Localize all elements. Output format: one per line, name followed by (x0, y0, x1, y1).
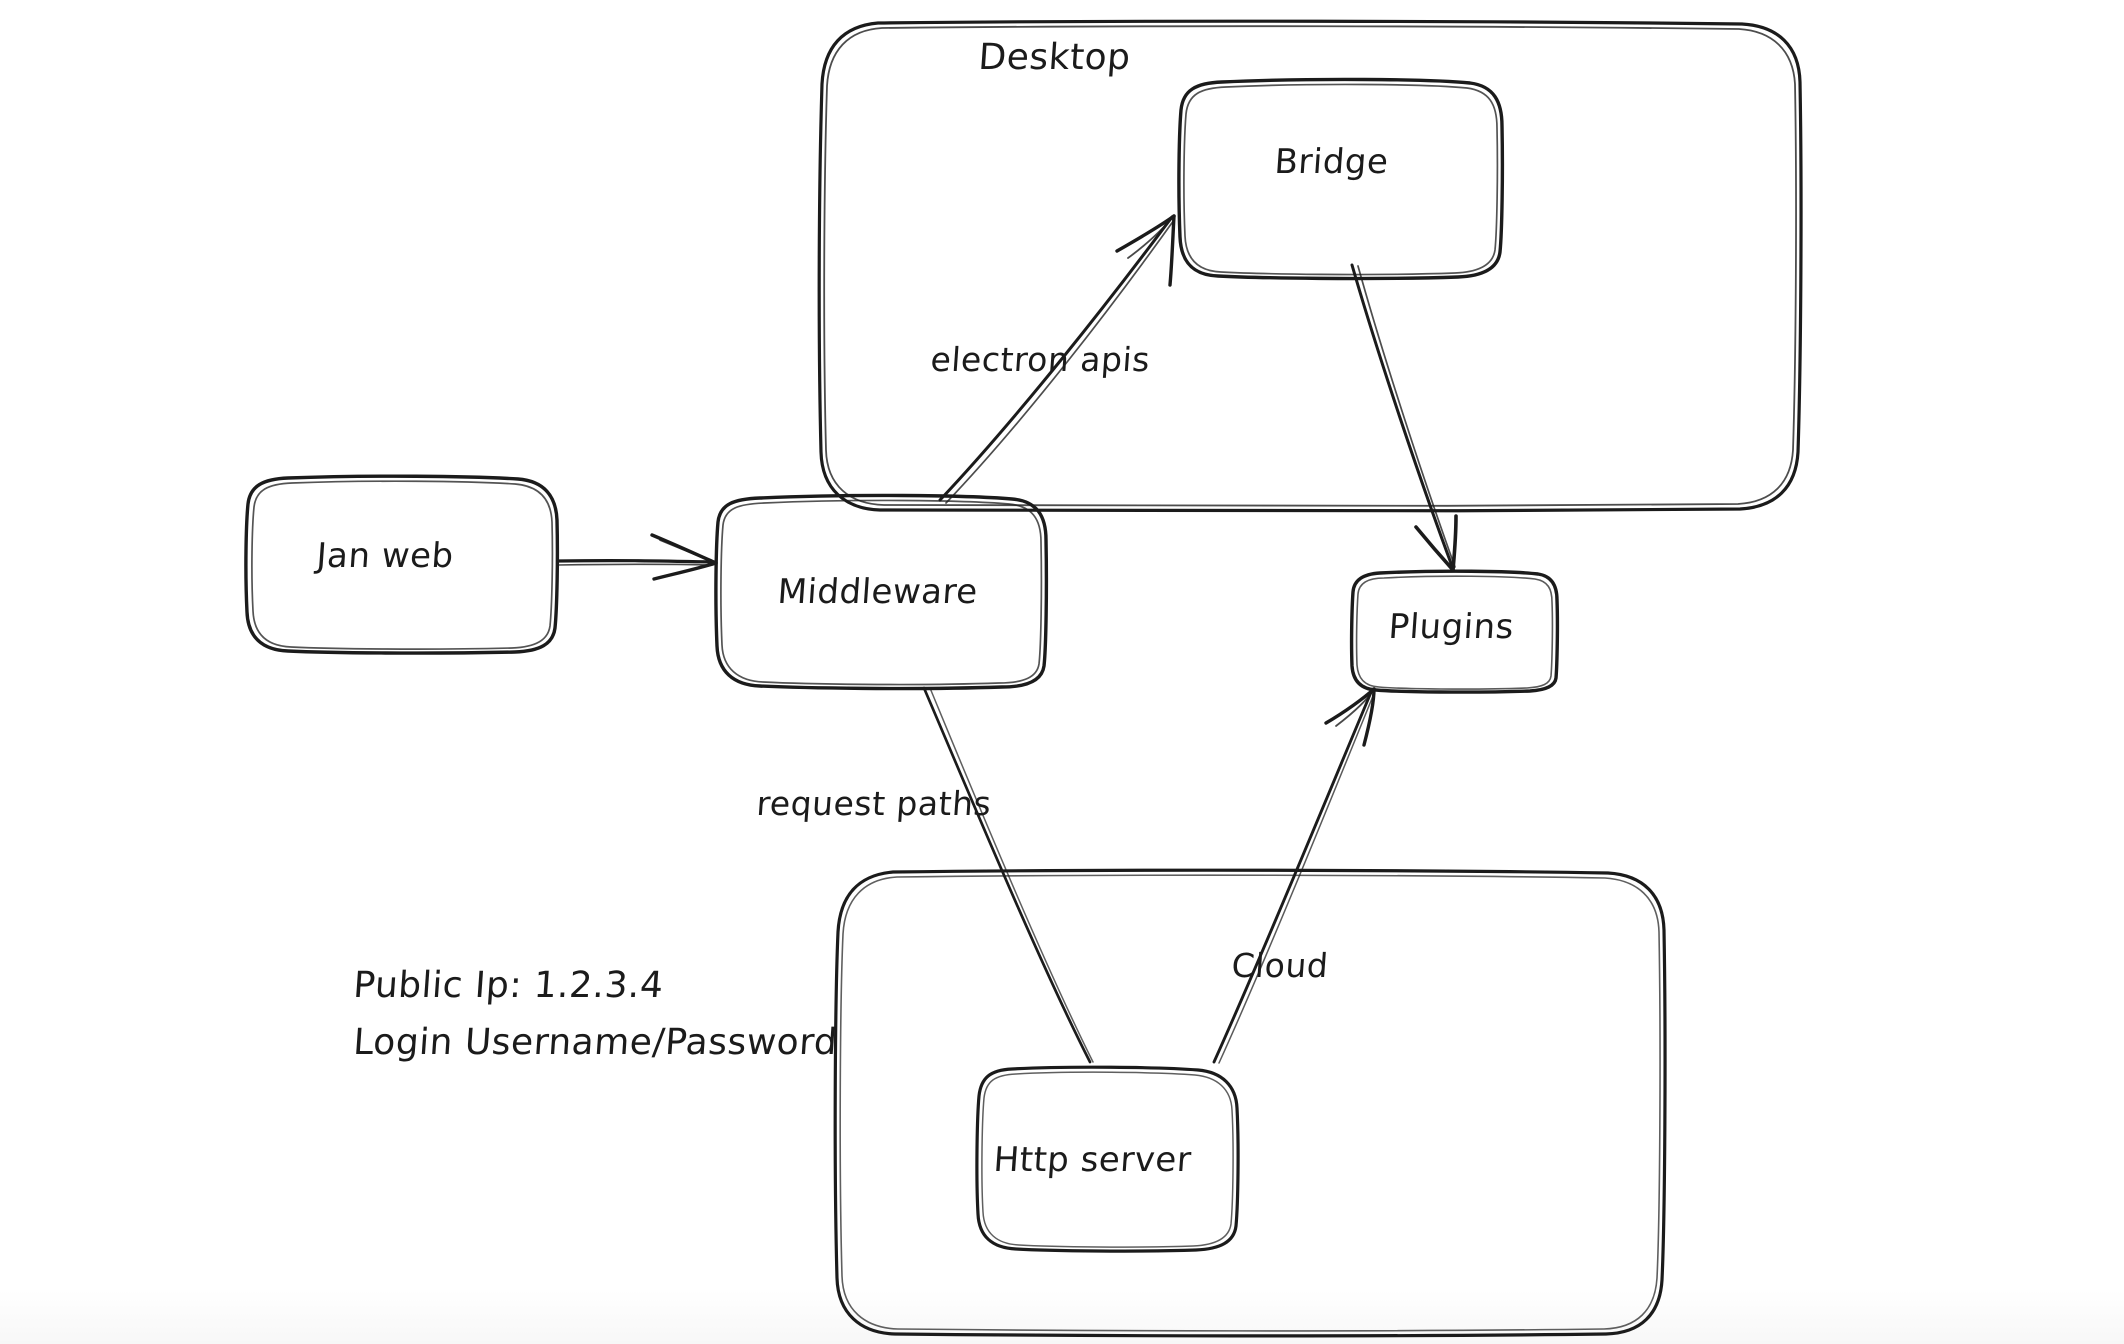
edge-middleware-to-bridge (938, 214, 1176, 504)
node-label-jan-web: Jan web (315, 536, 456, 576)
container-label-desktop: Desktop (977, 37, 1132, 78)
node-middleware[interactable] (714, 493, 1049, 691)
node-label-http-server: Http server (992, 1140, 1193, 1180)
note-public-ip: Public Ip: 1.2.3.4 (351, 965, 665, 1006)
edge-label-request-paths: request paths (755, 784, 993, 823)
node-bridge[interactable] (1177, 77, 1505, 281)
node-plugins[interactable] (1349, 569, 1560, 694)
node-http-server[interactable] (975, 1065, 1240, 1253)
edge-bridge-to-plugins (1350, 263, 1458, 572)
node-label-plugins: Plugins (1387, 607, 1516, 647)
edge-middleware-to-http-server (922, 686, 1094, 1064)
edge-http-server-to-plugins (1212, 687, 1376, 1064)
edge-label-cloud: Cloud (1230, 946, 1330, 985)
edge-janweb-to-middleware (556, 533, 718, 581)
node-jan-web[interactable] (244, 474, 560, 655)
node-label-bridge: Bridge (1273, 142, 1390, 182)
container-desktop (817, 19, 1803, 513)
node-label-middleware: Middleware (776, 572, 980, 612)
note-login-credentials: Login Username/Password (351, 1022, 839, 1063)
container-cloud (833, 868, 1667, 1338)
edge-label-electron-apis: electron apis (929, 340, 1152, 379)
